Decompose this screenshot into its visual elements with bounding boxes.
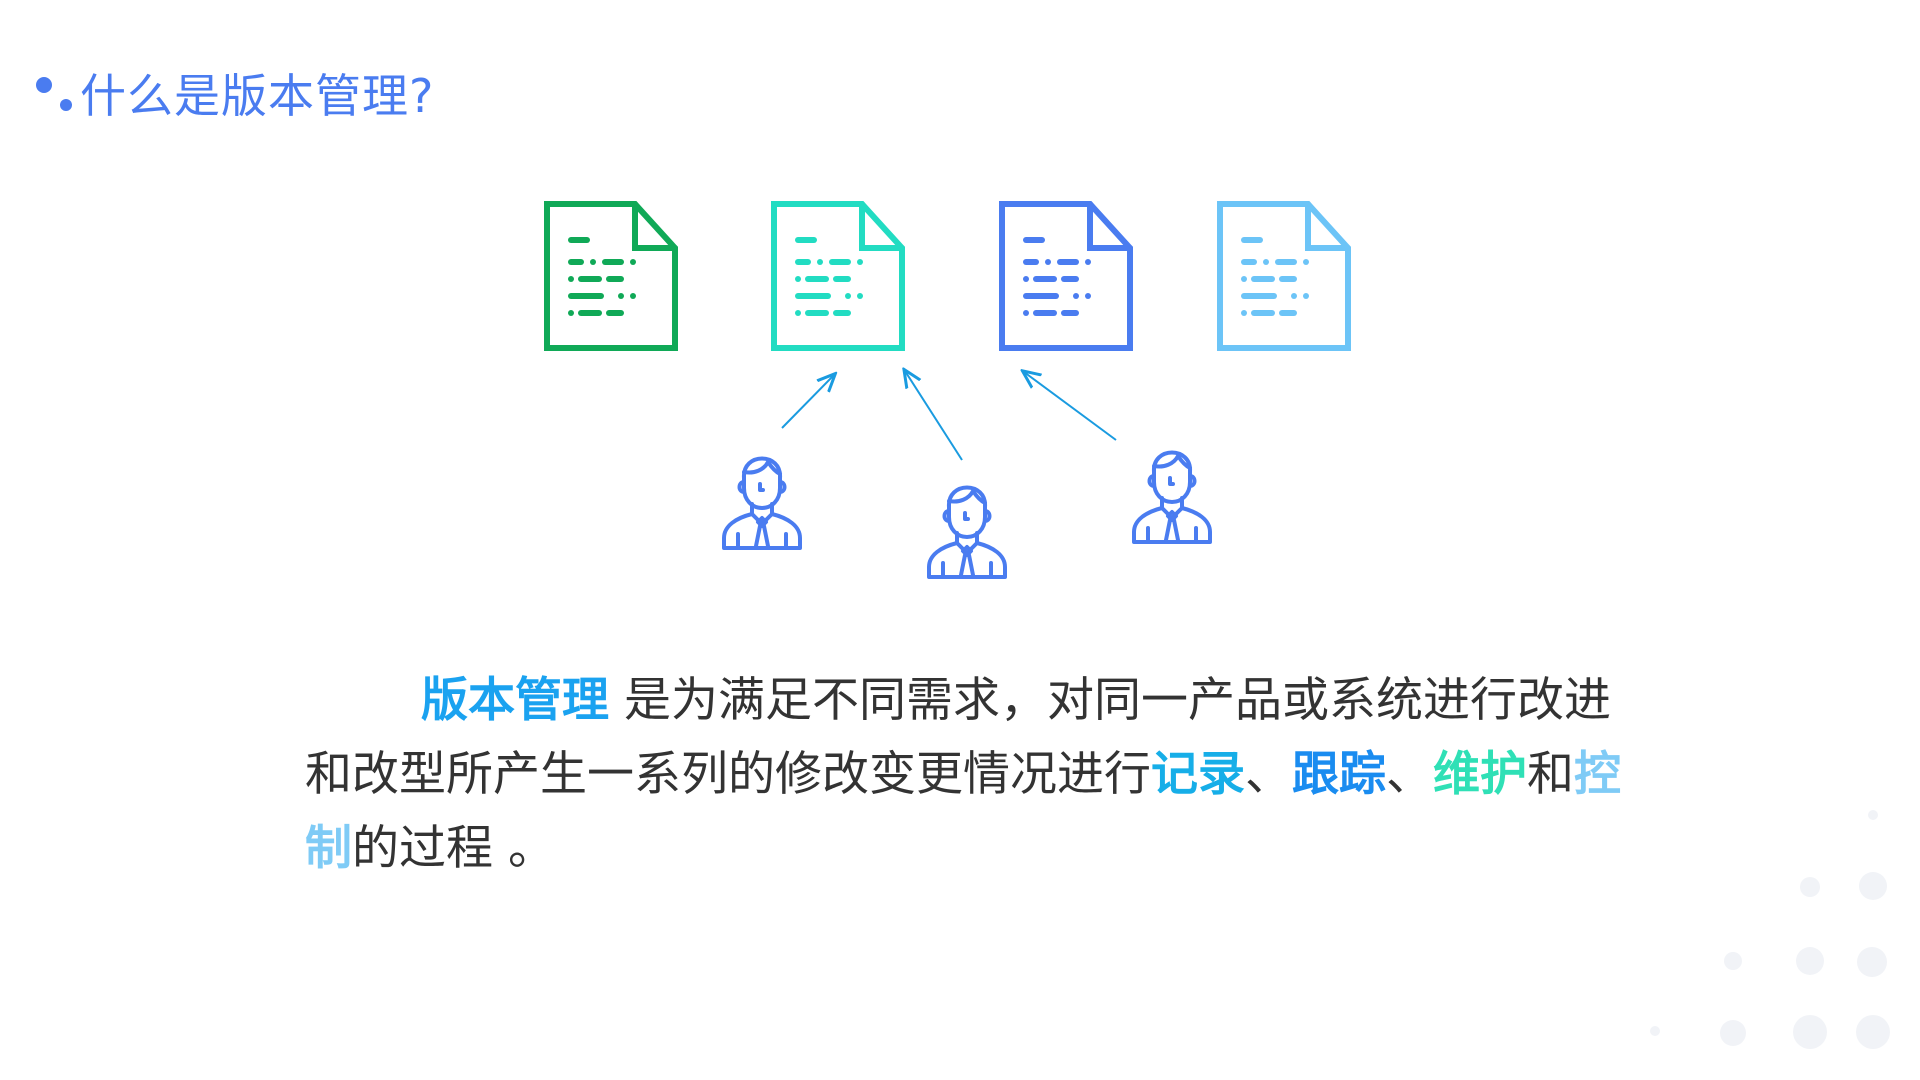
text: 、 [1245, 747, 1292, 802]
keyword-track: 跟踪 [1292, 747, 1386, 802]
paragraph-line-1: 版本管理 是为满足不同需求，对同一产品或系统进行改进 [305, 664, 1621, 738]
text: 是为满足不同需求，对同一产品或系统进行改进 [609, 673, 1611, 728]
document-icon-teal [770, 200, 906, 352]
keyword-control: 控 [1574, 747, 1621, 802]
paragraph-line-3: 制的过程 。 [305, 812, 1621, 886]
document-icon-green [543, 200, 679, 352]
keyword-maintain: 维护 [1433, 747, 1527, 802]
arrow-2 [905, 371, 963, 461]
decorative-dot-grid [1640, 800, 1920, 1080]
keyword-control: 制 [305, 821, 352, 876]
paragraph-line-2: 和改型所产生一系列的修改变更情况进行记录、跟踪、维护和控 [305, 738, 1621, 812]
text: 和改型所产生一系列的修改变更情况进行 [305, 747, 1151, 802]
description-paragraph: 版本管理 是为满足不同需求，对同一产品或系统进行改进 和改型所产生一系列的修改变… [305, 664, 1621, 886]
text: 和 [1527, 747, 1574, 802]
title-text: 什么是版本管理? [80, 69, 435, 123]
person-icon [714, 438, 810, 550]
bullet-dots-icon [32, 63, 80, 123]
arrow-3 [1024, 372, 1117, 441]
person-icon [1124, 432, 1220, 544]
text: 、 [1386, 747, 1433, 802]
person-icon [919, 467, 1015, 579]
arrow-1 [781, 375, 834, 429]
text: 的过程 。 [352, 821, 555, 876]
term-highlight: 版本管理 [421, 673, 609, 728]
document-icon-blue [998, 200, 1134, 352]
document-icon-light-blue [1216, 200, 1352, 352]
slide-title: 什么是版本管理? [32, 58, 434, 128]
keyword-record: 记录 [1151, 747, 1245, 802]
